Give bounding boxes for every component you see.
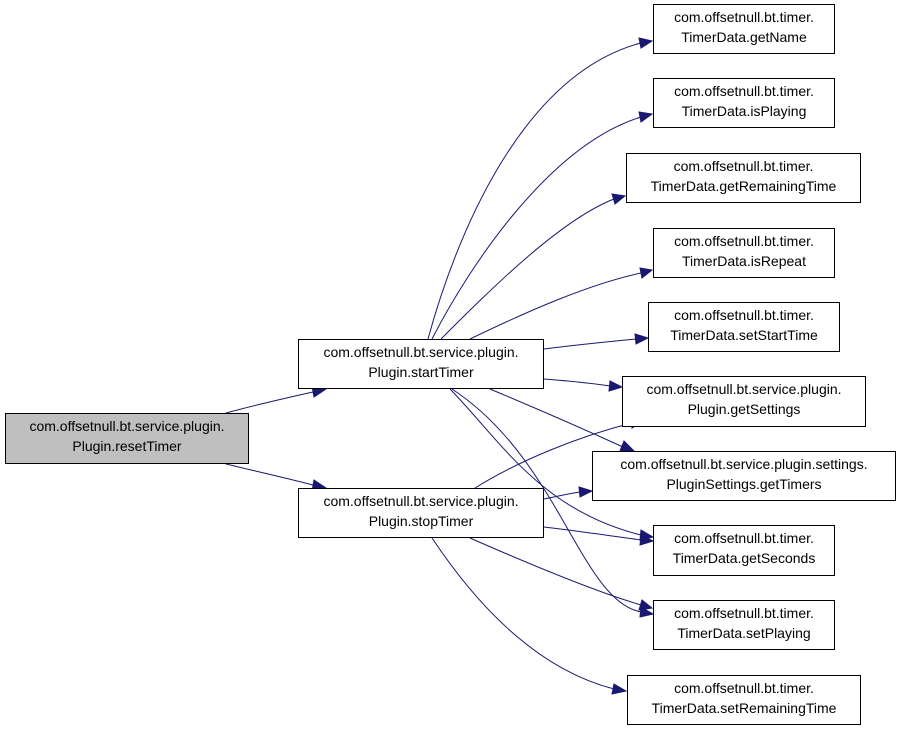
edge-line	[440, 198, 615, 340]
edge-start-timer-to-set-start-time	[543, 333, 650, 350]
edge-line	[431, 116, 642, 340]
edge-line	[451, 388, 642, 613]
edge-stop-timer-to-get-timers	[543, 486, 594, 500]
node-get-timers[interactable]: com.offsetnull.bt.service.plugin.setting…	[592, 451, 896, 501]
node-set-playing[interactable]: com.offsetnull.bt.timer. TimerData.setPl…	[653, 600, 835, 650]
node-line: TimerData.setRemainingTime	[651, 700, 837, 716]
node-line: TimerData.getSeconds	[672, 550, 816, 566]
node-line: Plugin.getSettings	[687, 401, 801, 417]
node-line: com.offsetnull.bt.service.plugin.	[646, 381, 842, 397]
node-line: TimerData.setStartTime	[670, 327, 818, 343]
node-line: com.offsetnull.bt.timer.	[674, 530, 814, 546]
node-start-timer[interactable]: com.offsetnull.bt.service.plugin. Plugin…	[298, 339, 544, 389]
arrowhead-icon	[619, 440, 636, 452]
edge-line	[543, 338, 637, 350]
edge-line	[469, 272, 642, 340]
node-reset-timer[interactable]: com.offsetnull.bt.service.plugin. Plugin…	[5, 413, 249, 464]
node-line: TimerData.getName	[681, 29, 807, 45]
edge-start-timer-to-get-settings	[543, 378, 624, 392]
edge-start-timer-to-get-name	[427, 37, 654, 340]
arrowhead-icon	[611, 683, 628, 695]
edge-line	[543, 378, 611, 387]
edge-stop-timer-to-set-playing	[469, 537, 654, 611]
node-line: TimerData.setPlaying	[677, 625, 811, 641]
arrowhead-icon	[638, 37, 654, 49]
edge-stop-timer-to-set-remaining-time	[431, 537, 628, 695]
node-set-start-time[interactable]: com.offsetnull.bt.timer. TimerData.setSt…	[648, 302, 840, 352]
arrowhead-icon	[634, 333, 650, 345]
node-line: com.offsetnull.bt.service.plugin.setting…	[620, 456, 868, 472]
node-line: Plugin.startTimer	[368, 364, 474, 380]
edge-line	[449, 388, 642, 536]
edge-line	[427, 42, 642, 340]
edge-start-timer-to-is-repeat	[469, 267, 654, 340]
node-line: com.offsetnull.bt.timer.	[674, 680, 814, 696]
node-line: TimerData.isRepeat	[682, 253, 806, 269]
node-line: PluginSettings.getTimers	[666, 476, 822, 492]
arrowhead-icon	[608, 380, 624, 392]
edge-line	[225, 463, 314, 486]
node-set-remaining-time[interactable]: com.offsetnull.bt.timer. TimerData.setRe…	[627, 675, 861, 725]
arrowhead-icon	[578, 486, 594, 498]
edge-line	[225, 391, 314, 414]
node-line: com.offsetnull.bt.timer.	[674, 9, 814, 25]
edge-reset-timer-to-start-timer	[225, 385, 328, 414]
node-line: Plugin.resetTimer	[72, 438, 182, 454]
node-line: com.offsetnull.bt.timer.	[674, 605, 814, 621]
arrowhead-icon	[639, 534, 655, 546]
node-line: com.offsetnull.bt.timer.	[674, 233, 814, 249]
node-line: Plugin.stopTimer	[368, 513, 474, 529]
edge-start-timer-to-get-timers	[489, 388, 636, 452]
node-line: TimerData.isPlaying	[681, 103, 807, 119]
node-line: com.offsetnull.bt.service.plugin.	[323, 493, 519, 509]
node-stop-timer[interactable]: com.offsetnull.bt.service.plugin. Plugin…	[298, 488, 544, 538]
arrowhead-icon	[638, 111, 654, 123]
arrowhead-icon	[611, 193, 627, 205]
edge-stop-timer-to-get-seconds	[543, 526, 655, 546]
node-line: com.offsetnull.bt.timer.	[673, 158, 814, 174]
edge-line	[543, 491, 581, 500]
edge-start-timer-to-get-remaining-time	[440, 193, 627, 340]
edge-line	[474, 422, 633, 489]
node-line: com.offsetnull.bt.timer.	[674, 307, 814, 323]
edge-line	[543, 526, 642, 541]
node-is-playing[interactable]: com.offsetnull.bt.timer. TimerData.isPla…	[653, 78, 835, 128]
edge-start-timer-to-is-playing	[431, 111, 654, 340]
arrowhead-icon	[639, 267, 654, 279]
arrowhead-icon	[638, 599, 654, 611]
node-get-name[interactable]: com.offsetnull.bt.timer. TimerData.getNa…	[653, 4, 835, 54]
node-line: com.offsetnull.bt.service.plugin.	[29, 418, 225, 434]
edge-line	[489, 388, 624, 448]
edge-line	[431, 537, 615, 690]
node-get-seconds[interactable]: com.offsetnull.bt.timer. TimerData.getSe…	[653, 525, 835, 576]
node-line: com.offsetnull.bt.service.plugin.	[323, 344, 519, 360]
node-get-settings[interactable]: com.offsetnull.bt.service.plugin. Plugin…	[622, 376, 866, 427]
edge-reset-timer-to-stop-timer	[225, 463, 328, 492]
node-line: com.offsetnull.bt.timer.	[674, 83, 814, 99]
node-get-remaining-time[interactable]: com.offsetnull.bt.timer. TimerData.getRe…	[626, 153, 861, 203]
node-is-repeat[interactable]: com.offsetnull.bt.timer. TimerData.isRep…	[653, 228, 835, 278]
node-line: TimerData.getRemainingTime	[650, 178, 837, 194]
edge-line	[469, 537, 642, 606]
